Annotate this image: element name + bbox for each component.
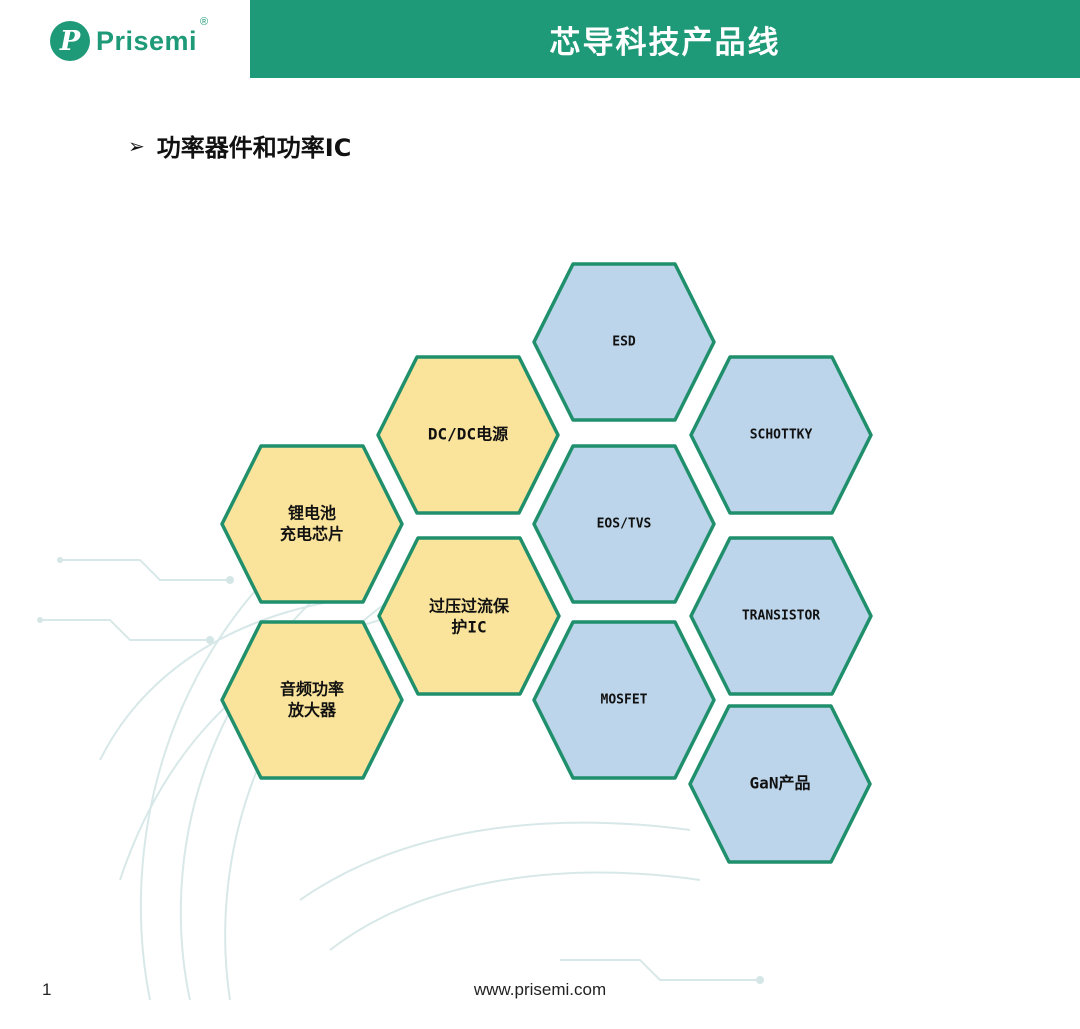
page-title: 芯导科技产品线 (549, 24, 781, 61)
hex-eos-tvs: EOS/TVS (532, 444, 716, 604)
hex-audio-amp: 音频功率 放大器 (220, 620, 404, 780)
page-number: 1 (42, 980, 52, 999)
hex-schottky-label: SCHOTTKY (750, 428, 813, 443)
header-logo-area: P Prisemi ® (0, 0, 250, 78)
hex-eos-tvs-shape (532, 444, 716, 604)
hex-ovp-label-2: 护IC (451, 618, 486, 637)
registered-mark: ® (200, 16, 209, 28)
hex-schottky-shape (689, 355, 873, 515)
hex-dcdc-shape (376, 355, 560, 515)
footer-url: www.prisemi.com (473, 980, 607, 999)
hex-gan-shape (688, 704, 872, 864)
hex-audio-amp-label-2: 放大器 (287, 701, 337, 720)
hex-audio-amp-label-1: 音频功率 (280, 680, 344, 699)
hex-ovp: 过压过流保 护IC (377, 536, 561, 696)
hex-li-battery-shape (220, 444, 404, 604)
hex-gan-label: GaN产品 (750, 774, 811, 793)
hex-dcdc-label: DC/DC电源 (428, 425, 508, 444)
hex-ovp-label-1: 过压过流保 (429, 597, 510, 616)
logo-mark-icon: P (50, 21, 90, 61)
hex-transistor: TRANSISTOR (689, 536, 873, 696)
hex-schottky: SCHOTTKY (689, 355, 873, 515)
hex-esd-shape (532, 262, 716, 422)
prisemi-logo: P Prisemi ® (50, 16, 208, 62)
hex-eos-tvs-label: EOS/TVS (597, 517, 652, 532)
hex-mosfet-label: MOSFET (601, 693, 648, 708)
hex-li-battery-label-1: 锂电池 (288, 504, 336, 523)
hex-transistor-shape (689, 536, 873, 696)
hex-li-battery-label-2: 充电芯片 (280, 525, 344, 544)
hex-dcdc: DC/DC电源 (376, 355, 560, 515)
logo-text: Prisemi (96, 25, 198, 56)
hex-audio-amp-shape (220, 620, 404, 780)
hex-li-battery: 锂电池 充电芯片 (220, 444, 404, 604)
header-title-bar: 芯导科技产品线 (250, 0, 1080, 78)
section-heading: ➢ 功率器件和功率IC (128, 128, 351, 163)
hex-mosfet: MOSFET (532, 620, 716, 780)
hex-gan: GaN产品 (688, 704, 872, 864)
hex-transistor-label: TRANSISTOR (742, 609, 820, 624)
bullet-arrow-icon: ➢ (128, 133, 145, 158)
hex-esd-label: ESD (612, 335, 636, 350)
hex-esd: ESD (532, 262, 716, 422)
hex-mosfet-shape (532, 620, 716, 780)
hex-ovp-shape (377, 536, 561, 696)
section-title: 功率器件和功率IC (156, 134, 352, 162)
